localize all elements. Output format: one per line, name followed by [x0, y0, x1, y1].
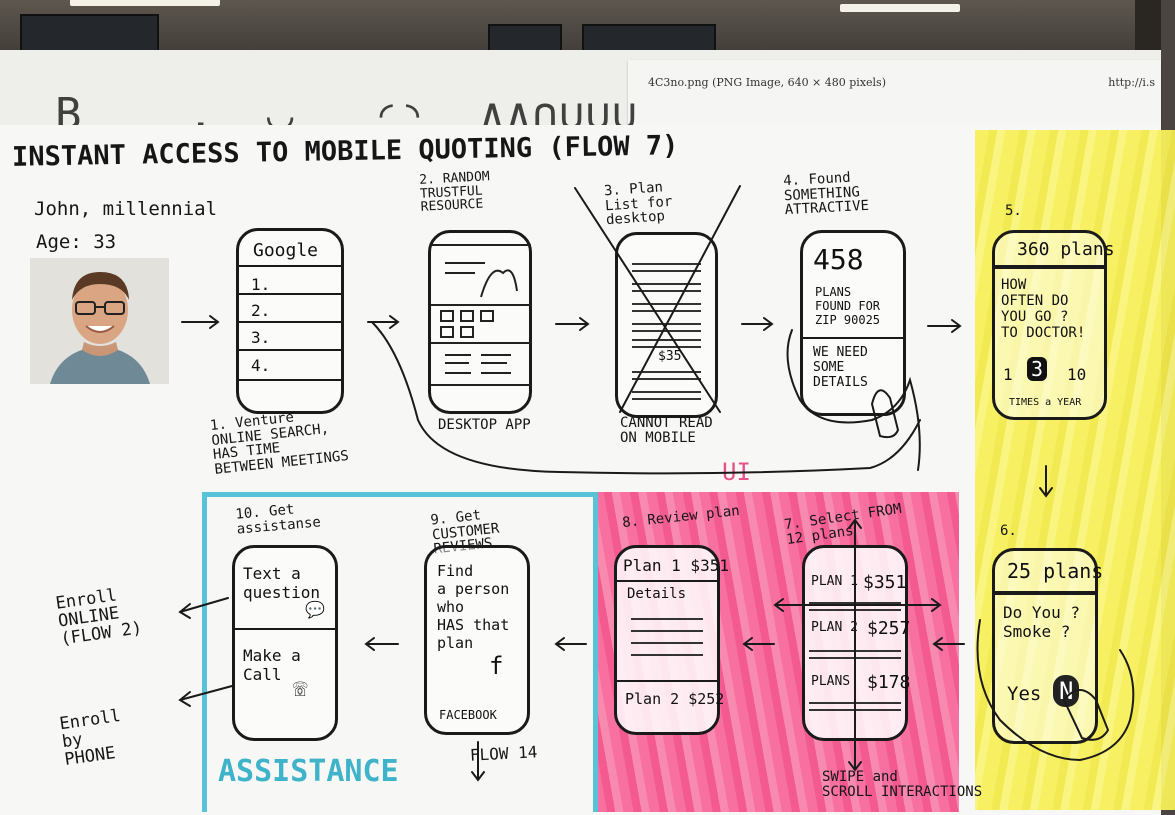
phone-doctor-question: 360 plans HOW OFTEN DO YOU GO ? TO DOCTO…: [992, 230, 1115, 420]
phone-google-search: Google 1. 2. 3. 4.: [236, 228, 344, 414]
arrow-right: [181, 315, 220, 329]
thumb-sketch: [1062, 689, 1110, 741]
phone-icon: ☏: [293, 674, 308, 702]
thumb-sketch: [870, 389, 900, 439]
answer-yes[interactable]: Yes: [1007, 683, 1042, 705]
text-question-option[interactable]: Text a question: [243, 564, 321, 602]
whiteboard: [0, 125, 1161, 815]
scribble-line: [632, 303, 701, 312]
arrow-left: [178, 597, 229, 619]
arrow-down: [471, 741, 485, 782]
divider: [995, 265, 1104, 269]
divider: [239, 321, 341, 323]
step7-footer: SWIPE and SCROLL INTERACTIONS: [822, 769, 983, 800]
step2-footer: DESKTOP APP: [438, 417, 531, 433]
make-call-option[interactable]: Make a Call: [243, 646, 301, 684]
arrow-left: [364, 637, 399, 651]
plan-header: Plan 1 $351: [623, 556, 729, 575]
arrow-down: [1039, 465, 1053, 498]
step5-caption: 5.: [1005, 203, 1022, 219]
divider: [239, 349, 341, 351]
next-plan-row: Plan 2 $252: [625, 690, 725, 708]
printout-title: 4C3no.png (PNG Image, 640 × 480 pixels): [648, 76, 886, 89]
arrow-right: [741, 317, 774, 331]
divider: [239, 265, 341, 267]
phone-smoke-question: 25 plans Do You ? Smoke ? Yes N: [992, 548, 1103, 744]
scribble-line: [632, 263, 701, 272]
swipe-arrows: [773, 598, 942, 612]
printout-url: http://i.s: [1108, 76, 1155, 89]
divider: [803, 337, 903, 339]
scale-max: 10: [1067, 365, 1087, 384]
scribble-line: [632, 391, 701, 400]
plan-row-price: $178: [867, 672, 911, 693]
assistance-label: ASSISTANCE: [218, 754, 399, 789]
plans-found-text: PLANS FOUND FOR ZIP 90025: [815, 285, 881, 327]
persona-age: Age: 33: [36, 231, 117, 253]
arrow-left: [554, 637, 587, 651]
divider: [239, 293, 341, 295]
persona-name: John, millennial: [34, 198, 218, 220]
find-person-text: Find a person who HAS that plan: [437, 562, 510, 652]
persona-photo: [30, 258, 169, 384]
divider: [235, 628, 335, 630]
plans-header: 360 plans: [1017, 239, 1115, 260]
chat-bubble-icon: 💬: [305, 600, 325, 619]
phone-customer-reviews: Find a person who HAS that plan f FACEBO…: [424, 545, 530, 735]
plans-header: 25 plans: [1007, 559, 1104, 583]
step6-caption: 6.: [1000, 523, 1017, 539]
text-line: [631, 642, 703, 649]
result-3: 3.: [251, 328, 271, 347]
hand-sketch: [786, 329, 921, 471]
result-2: 2.: [251, 301, 271, 320]
smoke-question: Do You ? Smoke ?: [1003, 603, 1081, 641]
desktop-site-sketch: [431, 244, 531, 386]
scroll-arrows: [848, 518, 862, 772]
scale-unit: TIMES a YEAR: [1009, 397, 1082, 408]
phone-found-plans: 458 PLANS FOUND FOR ZIP 90025 WE NEED SO…: [800, 230, 906, 416]
plan-row-price: $257: [867, 618, 911, 639]
google-header: Google: [253, 240, 319, 261]
divider: [995, 591, 1095, 595]
cross-out: [574, 185, 741, 413]
plan-row-price: $351: [863, 572, 907, 593]
facebook-label: FACEBOOK: [439, 708, 497, 722]
facebook-icon[interactable]: f: [489, 652, 504, 680]
doctor-question: HOW OFTEN DO YOU GO ? TO DOCTOR!: [1001, 277, 1086, 341]
assistance-frame: [202, 492, 598, 812]
scale-selected[interactable]: 3: [1027, 357, 1048, 381]
need-details-text: WE NEED SOME DETAILS: [813, 345, 868, 390]
divider: [239, 379, 341, 381]
scribble-line: [632, 371, 701, 380]
ceiling-light: [840, 4, 960, 12]
arrow-left: [932, 637, 965, 651]
scribble-line: [632, 283, 701, 292]
scribble-line: [632, 339, 701, 348]
phone-assistance: Text a question 💬 Make a Call ☏: [232, 545, 338, 741]
phone-desktop-site: [428, 230, 532, 414]
details-label: Details: [627, 586, 687, 602]
text-line: [631, 618, 703, 625]
result-4: 4.: [251, 356, 271, 375]
arrow-left: [178, 685, 233, 707]
scale-min: 1: [1003, 365, 1013, 384]
step3-footer: CANNOT READ ON MOBILE: [620, 415, 713, 446]
divider: [617, 580, 717, 582]
text-line: [631, 654, 703, 661]
price-fragment: $35: [658, 349, 682, 364]
divider: [617, 680, 717, 682]
arrow-left: [742, 637, 775, 651]
text-line: [631, 630, 703, 637]
arrow-right: [927, 319, 962, 333]
result-1: 1.: [251, 275, 271, 294]
arrow-right: [555, 317, 590, 331]
ceiling-light: [70, 0, 220, 6]
plan-count: 458: [813, 243, 864, 276]
loop-connector: [371, 321, 921, 475]
plan-row-name: PLANS: [811, 674, 851, 689]
phone-review-plan: Plan 1 $351 Details Plan 2 $252: [614, 545, 729, 735]
hand-sketch: [976, 619, 1135, 762]
flow-arrows: [178, 185, 1135, 782]
